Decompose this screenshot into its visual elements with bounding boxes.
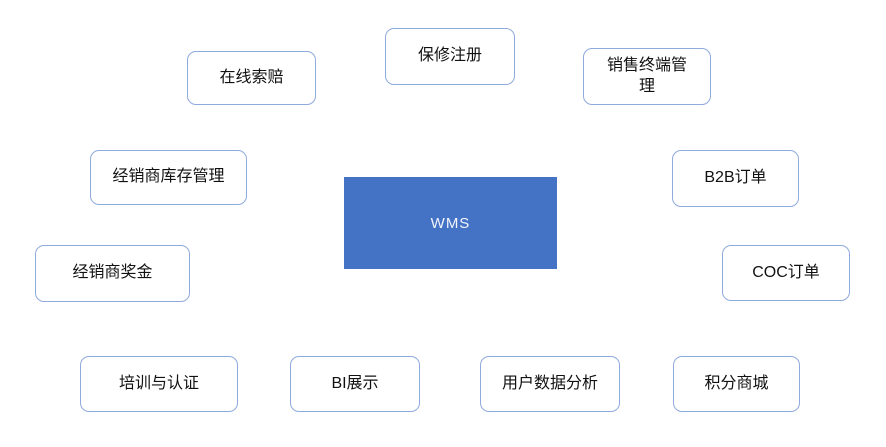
node-label: 经销商奖金 <box>72 264 153 282</box>
node-label: 销售终端管理 <box>607 56 688 95</box>
node-sales-terminal-management: 销售终端管理 <box>583 48 711 105</box>
node-points-mall: 积分商城 <box>673 356 800 412</box>
node-label: 用户数据分析 <box>501 374 598 392</box>
node-label: 保修注册 <box>417 47 482 65</box>
center-node-wms: WMS <box>344 177 557 269</box>
node-online-claims: 在线索赔 <box>187 51 316 105</box>
node-label: 培训与认证 <box>118 374 199 392</box>
node-b2b-orders: B2B订单 <box>672 150 799 207</box>
node-label: 积分商城 <box>704 374 769 392</box>
node-label: B2B订单 <box>704 169 767 187</box>
node-training-and-certification: 培训与认证 <box>80 356 238 412</box>
node-warranty-registration: 保修注册 <box>385 28 515 85</box>
node-label: COC订单 <box>752 263 820 281</box>
node-label: 经销商库存管理 <box>112 168 225 186</box>
node-dealer-inventory-management: 经销商库存管理 <box>90 150 247 205</box>
node-label: BI展示 <box>331 374 379 392</box>
node-dealer-bonus: 经销商奖金 <box>35 245 190 302</box>
node-coc-orders: COC订单 <box>722 245 850 301</box>
node-label: 在线索赔 <box>219 68 284 86</box>
node-bi-display: BI展示 <box>290 356 420 412</box>
node-user-data-analysis: 用户数据分析 <box>480 356 620 412</box>
